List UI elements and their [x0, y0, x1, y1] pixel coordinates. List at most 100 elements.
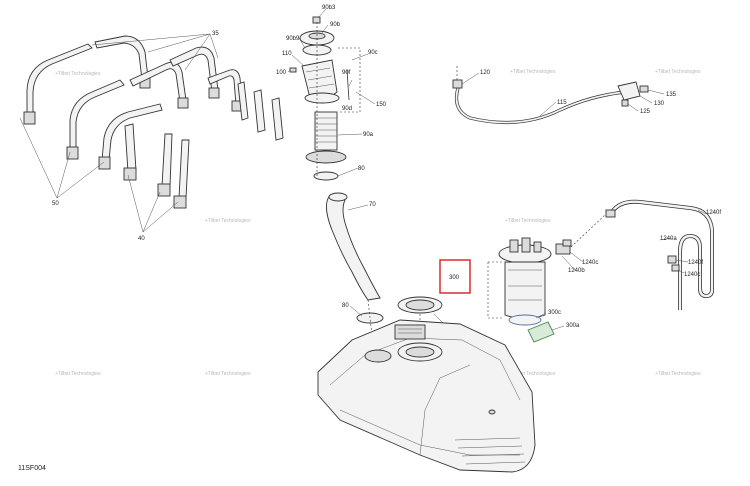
callout-1240c: 1240c: [582, 260, 598, 266]
callout-1240c-lower: 1240c: [684, 272, 700, 278]
fuel-connector-axis: [570, 213, 607, 248]
leader-1240f: [697, 209, 707, 215]
pump-connector-a: [509, 239, 519, 253]
fuel-line-outer: [610, 199, 714, 310]
fuel-clip-1240f: [667, 255, 677, 264]
filler-neck-assembly: 90b3 90b 90b9 110 100 90c 90f 90d 150 90…: [276, 5, 387, 360]
strap-10: [178, 139, 190, 199]
filler-hose: [326, 194, 381, 301]
leader-1240f-b: [675, 259, 689, 263]
callout-70: 70: [369, 202, 376, 208]
strap-4: [129, 61, 187, 103]
callout-120: 120: [480, 70, 491, 76]
callout-1240a: 1240a: [660, 236, 677, 242]
lock-ring-inner: [405, 299, 435, 311]
leader-100: [287, 69, 291, 73]
strap-8-end: [123, 167, 137, 181]
strap-2: [94, 35, 149, 81]
strap-3: [69, 79, 125, 151]
leader-70: [347, 204, 369, 211]
callout-100: 100: [276, 70, 287, 76]
callout-110: 110: [282, 51, 292, 57]
pump-connector-b: [521, 237, 531, 253]
leader-130: [639, 95, 653, 104]
strap-1: [26, 43, 93, 116]
pump-body-detail: [508, 269, 542, 301]
tank-label-plate: [394, 324, 426, 340]
fuel-supply-line: 1240f 1240a 1240c 1240b 1240f 1240c: [555, 199, 721, 310]
leader-80a: [337, 167, 359, 177]
callout-130: 130: [654, 101, 665, 107]
leader-110: [291, 54, 305, 67]
pump-connector-c: [533, 241, 542, 253]
fuel-tank: [317, 319, 536, 473]
watermark-2: +Tilbet Technologies: [205, 218, 251, 224]
callout-1240f-lower: 1240f: [688, 260, 703, 266]
leader-125: [627, 103, 639, 112]
leader-150: [355, 91, 376, 105]
watermark-6: +Tilbet Technologies: [55, 371, 101, 377]
leader-90a: [337, 133, 363, 136]
leader-50: [19, 117, 105, 199]
callout-90d: 90d: [342, 106, 352, 112]
leader-90c: [351, 53, 369, 61]
strap-10-end: [173, 195, 187, 209]
vent-fitting-120: [452, 79, 463, 89]
callout-300a: 300a: [566, 323, 580, 329]
tank-label-lines: [398, 328, 422, 334]
vent-hose-inner: [455, 87, 626, 124]
callout-125: 125: [640, 109, 651, 115]
tank-shell: [317, 319, 536, 473]
fuel-connector-1240c: [562, 239, 572, 247]
vent-tube-90f: [346, 69, 350, 101]
tank-drain: [488, 409, 496, 415]
leader-1240c-b: [677, 269, 685, 274]
callout-90c: 90c: [368, 50, 378, 56]
fuel-clip-1240c: [671, 264, 680, 272]
leader-90b: [321, 24, 329, 34]
lock-ring-assembly: 310: [397, 296, 459, 352]
leader-90b3: [317, 8, 327, 19]
watermark-3: +Tilbet Technologies: [510, 69, 556, 75]
watermarks: +Tilbet Technologies +Tilbet Technologie…: [55, 69, 701, 377]
clamp-lower: [356, 312, 384, 324]
leader-300a: [551, 325, 565, 331]
filler-base: [305, 150, 347, 164]
strap-4-end: [177, 97, 189, 109]
cap-screw: [312, 16, 321, 24]
strap-3-end: [66, 146, 79, 160]
watermark-7: +Tilbet Technologies: [205, 371, 251, 377]
strap-9-end: [157, 183, 171, 197]
vent-line-assembly: 120 115 135 130 125: [452, 66, 677, 125]
callout-90b: 90b: [330, 22, 341, 28]
callout-300c: 300c: [548, 310, 561, 316]
leader-35: [91, 33, 219, 71]
strap-13: [237, 81, 249, 121]
highlight-box-300[interactable]: [439, 259, 471, 294]
strap-9: [161, 133, 173, 187]
pump-seal-300c: [508, 314, 542, 326]
tank-ribs: [454, 437, 526, 465]
filler-hose-top: [328, 192, 348, 202]
callout-90f: 90f: [342, 70, 351, 76]
filler-body-ribs: [315, 117, 337, 143]
tank-pump-opening-inner: [405, 346, 435, 358]
strap-6-end: [208, 87, 220, 99]
strap-5: [101, 103, 163, 161]
leader-115: [539, 101, 557, 117]
callout-90b9: 90b9: [286, 36, 300, 42]
strap-12: [271, 97, 284, 141]
callout-35: 35: [212, 31, 219, 37]
fuel-line-end: [605, 209, 616, 218]
strap-11: [253, 89, 266, 133]
fuel-pump-module: 300c 300a 300: [439, 237, 580, 343]
vent-clip-135: [639, 85, 649, 93]
leader-135: [647, 89, 665, 95]
diagram-code: 11SF004: [18, 465, 46, 472]
pump-body: [504, 261, 546, 319]
watermark-4: +Tilbet Technologies: [655, 69, 701, 75]
filler-body: [314, 111, 338, 151]
callout-300[interactable]: 300: [449, 275, 460, 281]
callout-135: 135: [666, 92, 677, 98]
